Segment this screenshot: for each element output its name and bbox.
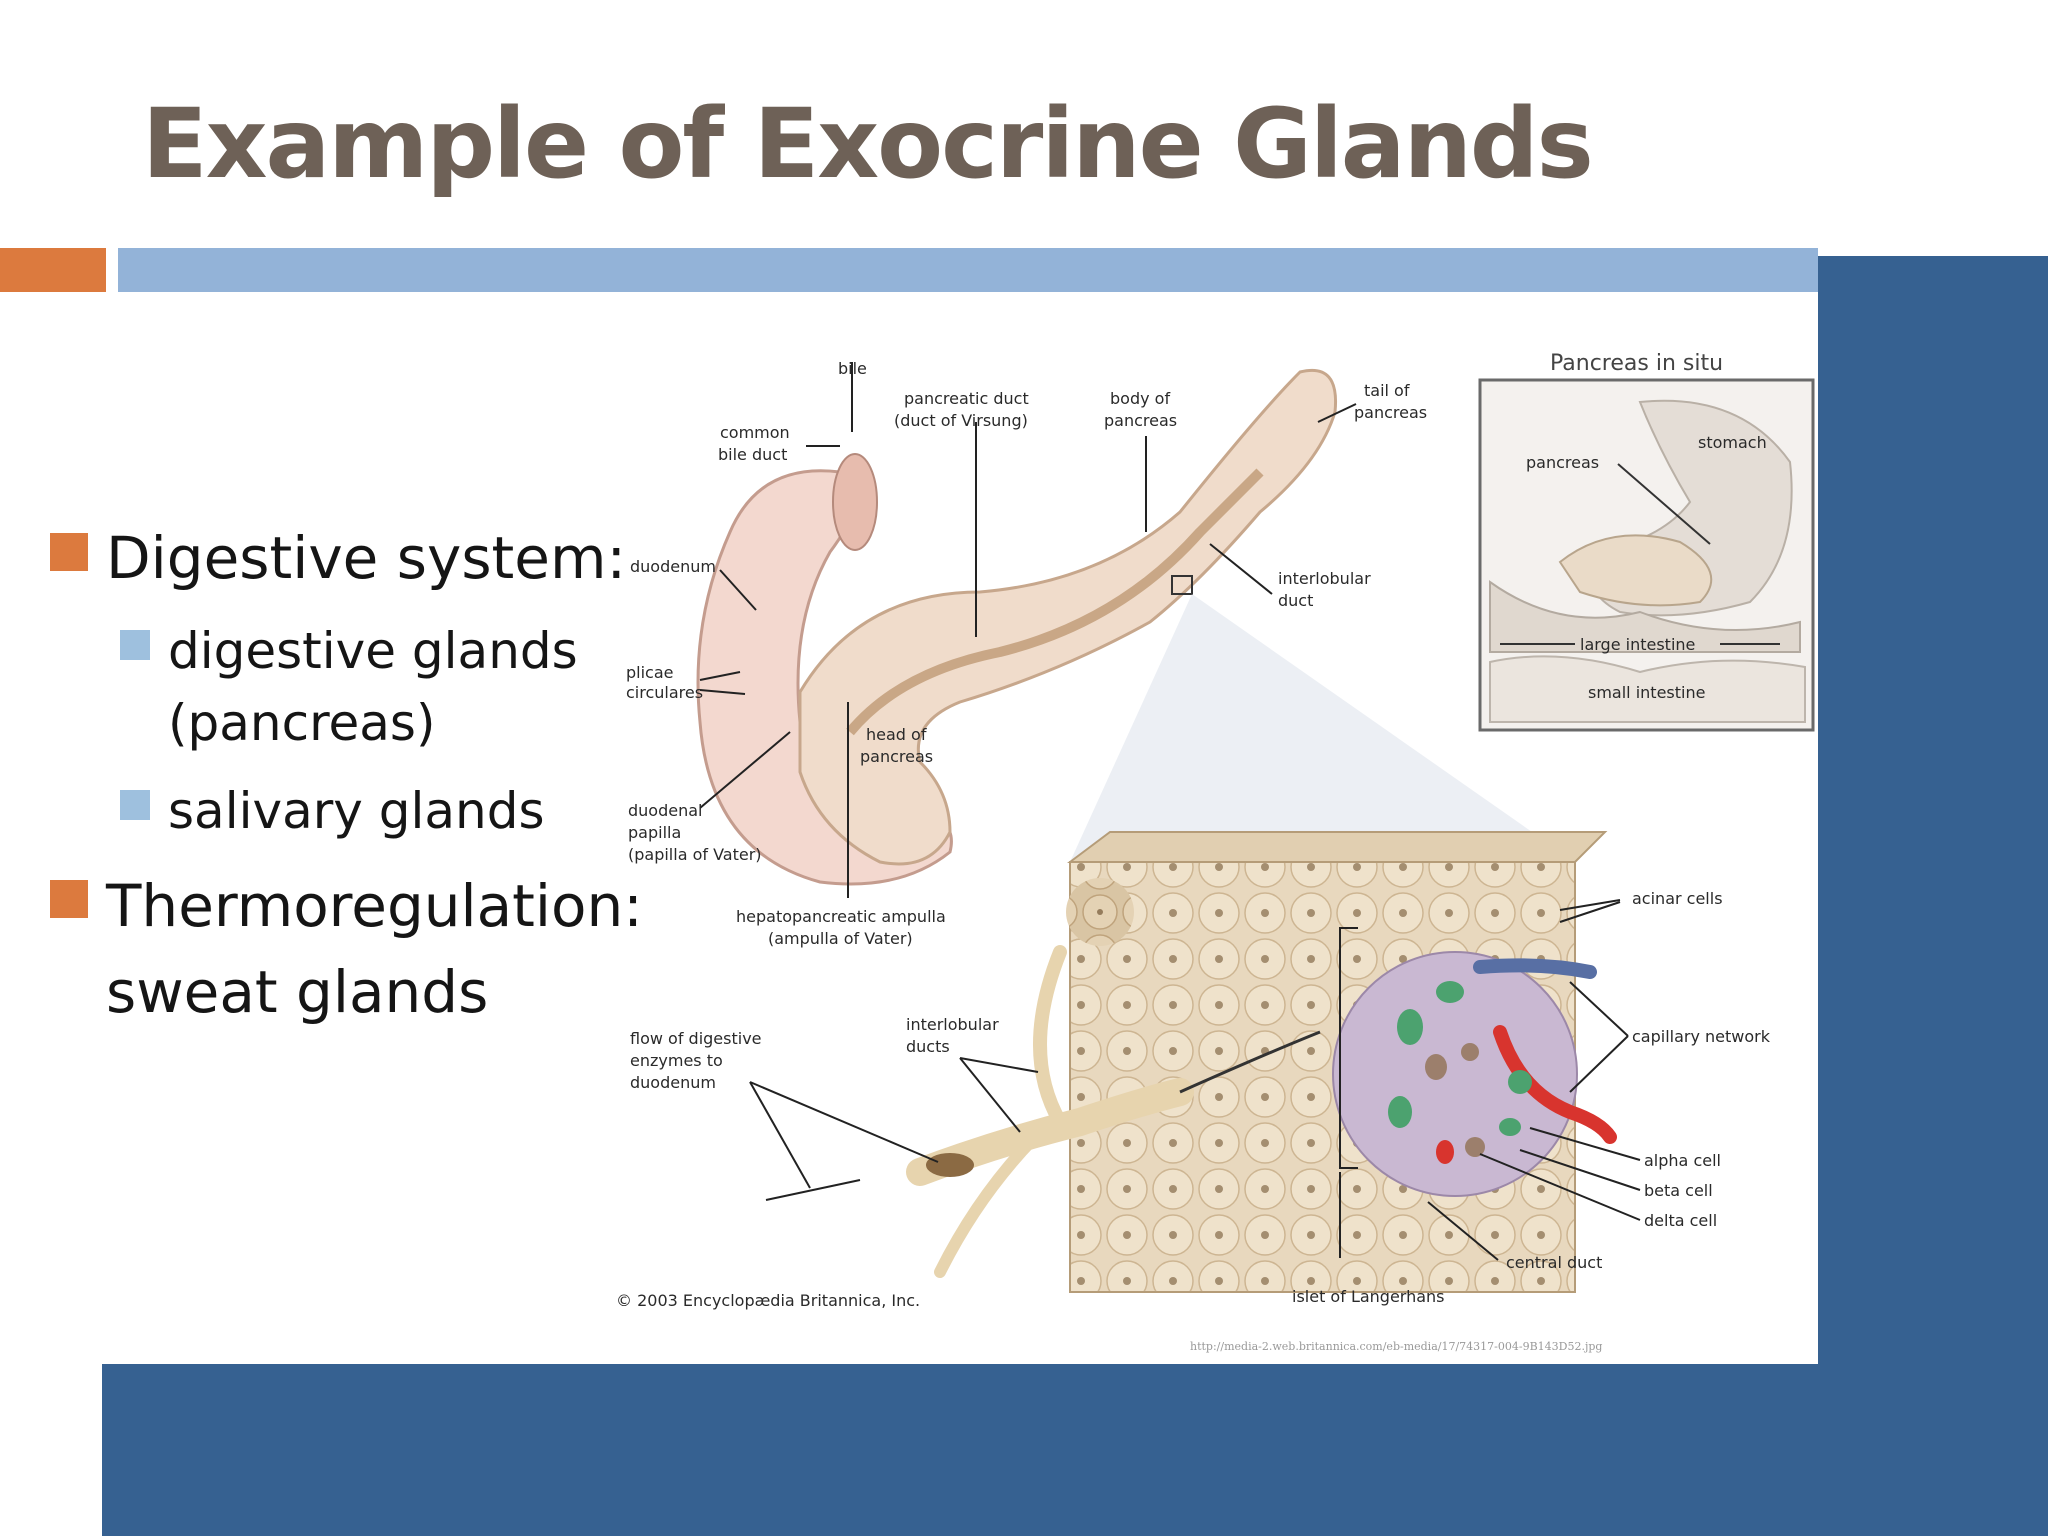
- duodenum-opening: [832, 453, 878, 551]
- pancreas-diagram: bile common bile duct pancreatic duct (d…: [170, 292, 1818, 1364]
- inset-small-intestine: [1489, 655, 1806, 723]
- label-papilla-2: papilla: [628, 823, 681, 842]
- bullet-thermoregulation: Thermoregulation:: [106, 872, 643, 940]
- inset-pancreas-in-situ: [1478, 378, 1815, 732]
- pancreas-body: [798, 369, 1338, 866]
- inset-pancreas: [1558, 534, 1713, 607]
- label-beta-cell: beta cell: [1644, 1181, 1713, 1200]
- label-ampulla-1: hepatopancreatic ampulla: [736, 907, 946, 926]
- label-bile: bile: [838, 359, 867, 378]
- detail-marker: [1171, 575, 1193, 595]
- label-interlobular-ducts-1: interlobular: [906, 1015, 999, 1034]
- inset-label-stomach: stomach: [1698, 433, 1767, 452]
- inset-title: Pancreas in situ: [1550, 351, 1723, 376]
- label-plicae-2: circulares: [626, 683, 703, 702]
- inset-label-small-intestine: small intestine: [1588, 683, 1705, 702]
- label-body-1: body of: [1110, 389, 1170, 408]
- navy-panel-right: [1818, 256, 2048, 1536]
- zoom-cone: [1070, 594, 1575, 862]
- slide-title: Example of Exocrine Glands: [142, 88, 1594, 200]
- label-papilla-3: (papilla of Vater): [628, 845, 762, 864]
- label-pancreatic-duct-2: (duct of Virsung): [894, 411, 1028, 430]
- copyright-text: © 2003 Encyclopædia Britannica, Inc.: [616, 1291, 920, 1310]
- bullet-marker-blue: [120, 630, 150, 660]
- inset-label-large-intestine: large intestine: [1580, 635, 1695, 654]
- label-acinar-cells: acinar cells: [1632, 889, 1723, 908]
- label-interlobular-duct-1: interlobular: [1278, 569, 1371, 588]
- label-capillary-network: capillary network: [1632, 1027, 1771, 1046]
- duodenum: [696, 469, 953, 886]
- source-url: http://media-2.web.britannica.com/eb-med…: [1190, 1340, 1602, 1353]
- label-body-2: pancreas: [1104, 411, 1177, 430]
- label-tail-1: tail of: [1364, 381, 1410, 400]
- label-common-bile-duct-2: bile duct: [718, 445, 787, 464]
- label-alpha-cell: alpha cell: [1644, 1151, 1721, 1170]
- bullet-sweat-glands: sweat glands: [106, 958, 489, 1026]
- label-ampulla-2: (ampulla of Vater): [768, 929, 913, 948]
- accent-bar-orange: [0, 248, 106, 292]
- label-central-duct: central duct: [1506, 1253, 1602, 1272]
- label-pancreatic-duct-1: pancreatic duct: [904, 389, 1029, 408]
- bullet-marker-orange: [50, 533, 88, 571]
- label-common-bile-duct-1: common: [720, 423, 790, 442]
- leader-lines: [699, 362, 1641, 1261]
- capillary-red: [1493, 1025, 1617, 1144]
- bullet-marker-blue: [120, 790, 150, 820]
- label-tail-2: pancreas: [1354, 403, 1427, 422]
- pancreatic-duct: [846, 468, 1264, 736]
- bullet-pancreas: (pancreas): [168, 694, 436, 752]
- tissue-block: [1067, 831, 1617, 1293]
- inset-large-intestine: [1489, 580, 1801, 653]
- label-interlobular-ducts-2: ducts: [906, 1037, 950, 1056]
- label-islet: islet of Langerhans: [1292, 1287, 1445, 1306]
- label-interlobular-duct-2: duct: [1278, 591, 1313, 610]
- islet-of-langerhans: [1332, 951, 1578, 1197]
- label-duodenum: duodenum: [630, 557, 716, 576]
- label-plicae-1: plicae: [626, 663, 674, 682]
- bullet-digestive-system: Digestive system:: [106, 524, 627, 592]
- label-head-2: pancreas: [860, 747, 933, 766]
- label-flow-3: duodenum: [630, 1073, 716, 1092]
- capillary-blue: [1473, 958, 1597, 979]
- label-papilla-1: duodenal: [628, 801, 702, 820]
- bullet-marker-orange: [50, 880, 88, 918]
- label-flow-2: enzymes to: [630, 1051, 723, 1070]
- label-flow-1: flow of digestive: [630, 1029, 762, 1048]
- inset-label-pancreas: pancreas: [1526, 453, 1599, 472]
- bullet-digestive-glands: digestive glands: [168, 622, 578, 680]
- bullet-salivary-glands: salivary glands: [168, 782, 545, 840]
- navy-panel-bottom: [102, 1364, 2048, 1536]
- label-delta-cell: delta cell: [1644, 1211, 1717, 1230]
- accent-bar-blue: [118, 248, 1818, 292]
- duct-system: [906, 878, 1321, 1278]
- label-head-1: head of: [866, 725, 927, 744]
